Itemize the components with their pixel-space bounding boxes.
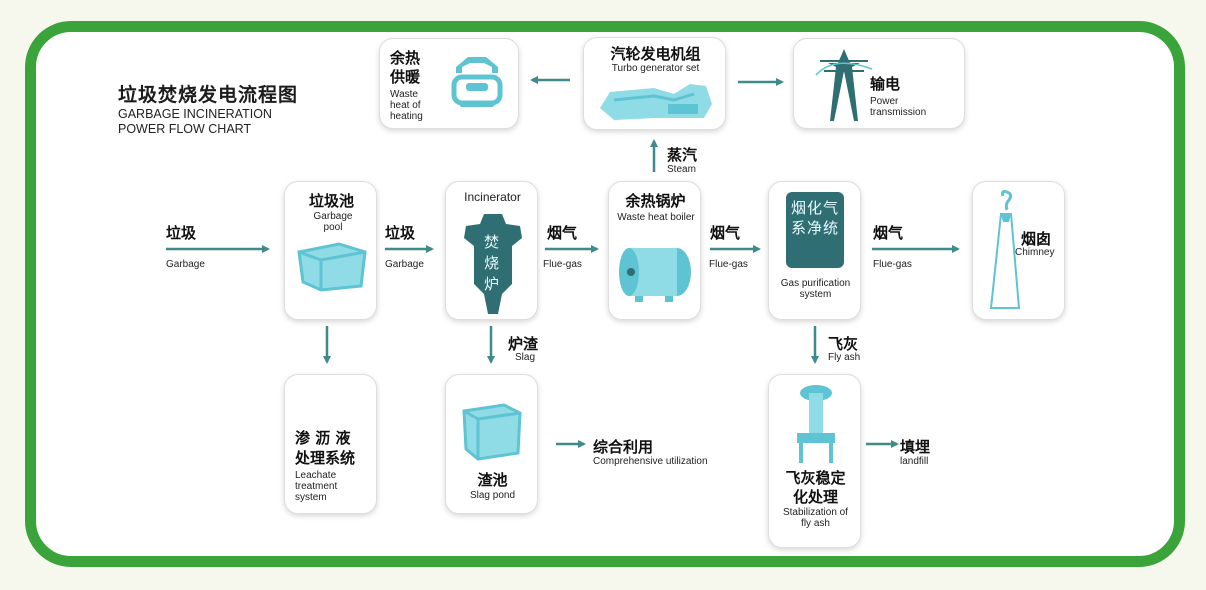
flow-slag-en: Slag: [515, 352, 536, 363]
flow-garbage-2-en: Garbage: [385, 259, 424, 270]
node-power-transmission: 输电 Power transmission: [793, 38, 965, 129]
pool-cn: 垃圾池: [308, 192, 354, 210]
node-incinerator: Incinerator 焚烧炉: [445, 181, 538, 320]
chimney-icon: [989, 190, 1021, 309]
node-slag-pond: 渣池 Slag pond: [445, 374, 538, 514]
flow-util-cn: 综合利用: [593, 438, 654, 456]
flow-flue3-cn: 烟气: [873, 224, 904, 242]
power-cn: 输电: [870, 75, 901, 93]
flow-flue1-cn: 烟气: [547, 224, 578, 242]
title-chinese: 垃圾焚烧发电流程图: [118, 84, 299, 106]
heating-cn-line1: 余热: [390, 49, 421, 67]
chimney-cn: 烟囱: [1021, 230, 1052, 248]
flow-slag-cn: 炉渣: [508, 335, 539, 353]
incinerator-en: Incinerator: [464, 190, 521, 204]
flow-flue1-en: Flue-gas: [543, 259, 582, 270]
flow-steam-en: Steam: [667, 164, 696, 175]
radiator-icon: [451, 57, 503, 107]
title-english-line1: GARBAGE INCINERATION: [118, 107, 272, 121]
flow-garbage-in-en: Garbage: [166, 259, 205, 270]
slag-pond-cn: 渣池: [477, 471, 508, 489]
pool-en: Garbage pool: [313, 211, 353, 233]
power-en: Power transmission: [870, 96, 927, 118]
flow-fly-ash-en: Fly ash: [828, 352, 861, 363]
node-garbage-pool: 垃圾池 Garbage pool: [284, 181, 377, 320]
slag-pond-en: Slag pond: [469, 490, 516, 501]
heating-cn-line2: 供暖: [390, 68, 421, 86]
chart-title: 垃圾焚烧发电流程图 GARBAGE INCINERATION POWER FLO…: [118, 80, 298, 137]
node-chimney: 烟囱 Chimney: [972, 181, 1065, 320]
turbine-en: Turbo generator set: [611, 63, 700, 74]
flow-flue2-cn: 烟气: [710, 224, 741, 242]
incinerator-icon: [464, 214, 522, 314]
purification-en: Gas purification system: [780, 278, 851, 300]
node-fly-ash-stabilization: 飞灰稳定 化处理 Stabilization of fly ash: [768, 374, 861, 548]
pylon-icon: [815, 49, 873, 121]
node-turbo-generator: 汽轮发电机组 Turbo generator set: [583, 37, 726, 130]
stabilization-tower-icon: [797, 385, 835, 463]
leachate-en: Leachate treatment system: [295, 470, 338, 503]
heating-en: Waste heat of heating: [390, 89, 423, 122]
node-waste-heat-boiler: 余热锅炉 Waste heat boiler: [608, 181, 701, 320]
node-waste-heat-heating: 余热 供暖 Waste heat of heating: [379, 38, 519, 129]
leachate-cn-line1: 渗 沥 液: [295, 429, 351, 447]
flow-steam-cn: 蒸汽: [667, 146, 698, 164]
flow-fly-ash-cn: 飞灰: [828, 335, 859, 353]
boiler-cn: 余热锅炉: [625, 192, 686, 210]
flow-landfill-cn: 填埋: [900, 438, 931, 456]
node-leachate-treatment: 渗 沥 液 处理系统 Leachate treatment system: [284, 374, 377, 514]
flow-landfill-en: landfill: [900, 456, 929, 467]
turbine-cn: 汽轮发电机组: [610, 45, 701, 63]
chimney-en: Chimney: [1015, 247, 1055, 258]
purification-tower-icon: [786, 192, 844, 268]
boiler-en: Waste heat boiler: [617, 212, 695, 223]
flow-flue3-en: Flue-gas: [873, 259, 912, 270]
flow-garbage-in-cn: 垃圾: [166, 224, 197, 242]
purification-cn: 烟化气系净统: [791, 199, 840, 237]
flow-garbage-2-cn: 垃圾: [385, 224, 416, 242]
boiler-icon: [619, 248, 691, 302]
slag-pond-icon: [462, 403, 522, 461]
turbine-icon: [600, 84, 712, 120]
incinerator-cn: 焚烧炉: [484, 233, 500, 293]
flow-flue2-en: Flue-gas: [709, 259, 748, 270]
title-english-line2: POWER FLOW CHART: [118, 122, 252, 136]
fly-ash-stab-cn-line2: 化处理: [792, 488, 838, 506]
node-gas-purification: 烟化气系净统 Gas purification system: [768, 181, 861, 320]
flow-util-en: Comprehensive utilization: [593, 456, 708, 467]
fly-ash-stab-cn-line1: 飞灰稳定: [785, 469, 846, 487]
fly-ash-stab-en: Stabilization of fly ash: [782, 507, 849, 529]
pool-icon: [297, 242, 367, 292]
leachate-cn-line2: 处理系统: [295, 449, 356, 467]
